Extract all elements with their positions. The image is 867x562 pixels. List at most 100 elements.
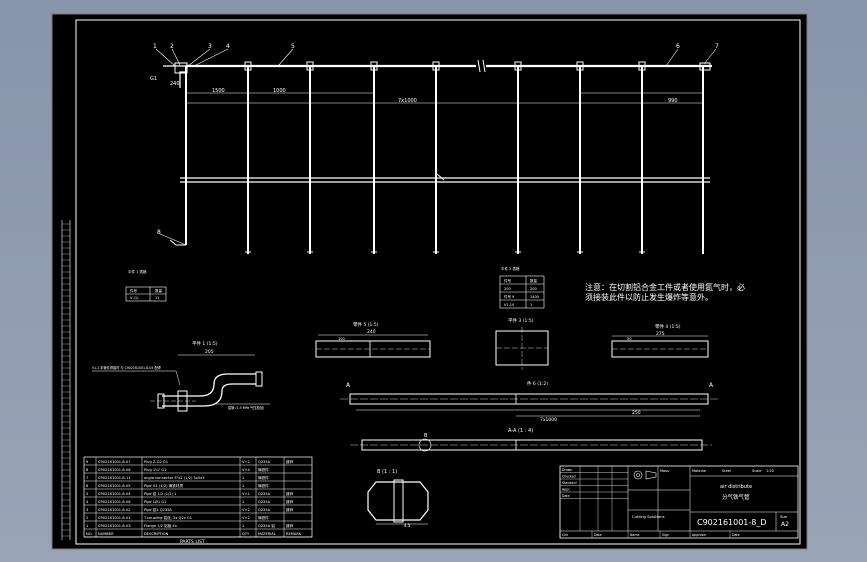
parts-cell: V+2	[242, 516, 250, 520]
svg-text:205: 205	[205, 349, 214, 355]
assembly-view: 件 6 (1:2) A A 250 7x1000 A-A (1 : 4) B	[340, 380, 718, 452]
parts-cell: Q235A	[258, 508, 271, 512]
svg-text:250: 250	[632, 410, 641, 416]
parts-header-cell: QTY	[242, 532, 250, 536]
balloon-3: 3	[208, 43, 212, 50]
svg-text:11: 11	[155, 296, 159, 300]
signature-row-label: Standard	[562, 481, 577, 485]
left-small-table: 平件 1 表格 件号 数量 V (1) 11	[125, 269, 167, 302]
drop-pipe	[432, 61, 440, 254]
svg-text:铝管 (1.5 MPa 气压检测): 铝管 (1.5 MPa 气压检测)	[228, 405, 264, 410]
parts-cell: Pipe 铝1 Q235A	[144, 507, 172, 512]
drop-pipe	[576, 61, 584, 254]
parts-header-cell: MATERIAL	[258, 532, 276, 536]
signature-row-label: Date	[562, 494, 570, 498]
parts-cell: C902161001-8-02	[98, 508, 131, 512]
parts-cell: C902161001-8-06	[98, 468, 131, 472]
parts-cell: 4	[86, 500, 89, 504]
parts-cell: C902161001-8-06	[98, 500, 131, 504]
svg-text:B (1 : 1): B (1 : 1)	[377, 469, 397, 475]
left-margin-ruler	[61, 220, 71, 540]
drop-pipe	[514, 61, 522, 254]
svg-text:平件 1 (1:5): 平件 1 (1:5)	[192, 340, 218, 347]
right-small-table: 平件 2 表格 件号 数量 200 200 件号 9 1400 V1.10 1	[499, 266, 545, 309]
drop-pipe	[306, 61, 314, 254]
parts-cell: V+2	[242, 508, 250, 512]
svg-text:件号: 件号	[504, 278, 512, 283]
parts-header-cell: REMARK	[286, 532, 302, 536]
parts-cell: C902161001-8-03	[98, 524, 131, 528]
svg-text:V1.2 本管件焊接时 与 C902161001-8-04: V1.2 本管件焊接时 与 C902161001-8-04 配焊	[92, 365, 162, 370]
svg-text:4.5: 4.5	[404, 523, 411, 528]
svg-text:件号 9: 件号 9	[504, 294, 514, 299]
parts-cell: C902161001-8-05	[98, 484, 131, 488]
title-block-footer-cell: Date	[594, 533, 602, 537]
marker-b: B	[424, 433, 428, 439]
dim-left-2: 1000	[273, 88, 286, 94]
parts-cell: 1	[242, 484, 244, 488]
parts-cell: Pipe 1Ø1 G1	[144, 499, 166, 504]
title-block-footer-cell: Date	[732, 533, 740, 537]
company-name: Cutting Solutions	[632, 514, 665, 519]
parts-cell: 铸铁件	[258, 475, 269, 480]
title-en: air distribute	[720, 484, 752, 490]
parts-cell: 5	[86, 492, 88, 496]
parts-cell: 7	[86, 476, 88, 480]
svg-text:V (1): V (1)	[130, 296, 139, 300]
parts-cell: Q235A	[258, 492, 271, 496]
svg-text:平件 2 表格: 平件 2 表格	[501, 266, 520, 271]
balloon-leaders: 1 2 3 4 5 6 7 8	[153, 43, 719, 246]
parts-cell: Q235A	[258, 500, 271, 504]
drawing-number: C902161001-8_D	[697, 518, 767, 527]
svg-text:275: 275	[656, 331, 665, 337]
sheet-size: A2	[781, 521, 789, 528]
parts-cell: 镀锌	[286, 499, 294, 504]
section-mark-left: A	[346, 382, 351, 389]
parts-header-cell: NUMBER	[98, 532, 114, 536]
svg-text:50: 50	[627, 337, 631, 341]
dim-middle: 7x1000	[398, 98, 417, 104]
title-block-footer-cell: Name	[630, 533, 639, 537]
svg-text:200: 200	[504, 287, 511, 291]
svg-text:100: 100	[338, 337, 345, 341]
balloon-5: 5	[291, 43, 295, 50]
balloon-7: 7	[715, 43, 719, 50]
svg-text:200: 200	[530, 287, 537, 291]
parts-cell: 3	[86, 508, 88, 512]
parts-cell: 1	[242, 500, 244, 504]
svg-text:V1.10: V1.10	[504, 303, 514, 307]
parts-cell: 1	[86, 524, 88, 528]
balloon-4: 4	[226, 43, 230, 50]
parts-cell: 铸铁件	[258, 483, 269, 488]
balloon-1: 1	[153, 43, 157, 50]
svg-text:零件 4 (1:5): 零件 4 (1:5)	[655, 323, 681, 330]
parts-cell: 1	[242, 524, 244, 528]
balloon-8: 8	[157, 229, 161, 236]
svg-text:1:20: 1:20	[766, 469, 774, 473]
dim-left-1: 1500	[212, 88, 225, 94]
parts-cell: Flange 1/2 铝板 4x	[144, 523, 178, 528]
parts-cell: 2	[86, 516, 88, 520]
detail-b: B (1 : 1) 4.5	[367, 469, 429, 528]
title-block-footer-cell: Approver	[692, 533, 707, 537]
parts-cell: 9	[86, 460, 89, 464]
parts-cell: 镀锌	[286, 523, 294, 528]
parts-list-footer: PARTS LIST	[180, 539, 205, 545]
parts-cell: Plug 1¼" G1	[144, 468, 167, 472]
section-a-a-title: A-A (1 : 4)	[508, 428, 533, 434]
detail-part-4: 零件 4 (1:5) 275 50	[611, 323, 709, 358]
parts-cell: T-coupling 铝连, 2x Q2x G1	[143, 515, 192, 520]
signature-row-label: Checked	[562, 475, 576, 479]
title-block-footer-cell: Chk	[562, 533, 568, 537]
side-label: G1	[150, 76, 157, 82]
svg-text:数量: 数量	[530, 278, 538, 283]
svg-text:件 6 (1:2): 件 6 (1:2)	[527, 380, 548, 387]
parts-cell: Q235A	[258, 460, 271, 464]
parts-cell: 镀锌	[286, 491, 294, 496]
svg-text:平件 3 (1:5): 平件 3 (1:5)	[508, 317, 534, 324]
svg-text:Mass: Mass	[660, 469, 669, 473]
parts-cell: C902161001-8-07	[98, 460, 131, 464]
